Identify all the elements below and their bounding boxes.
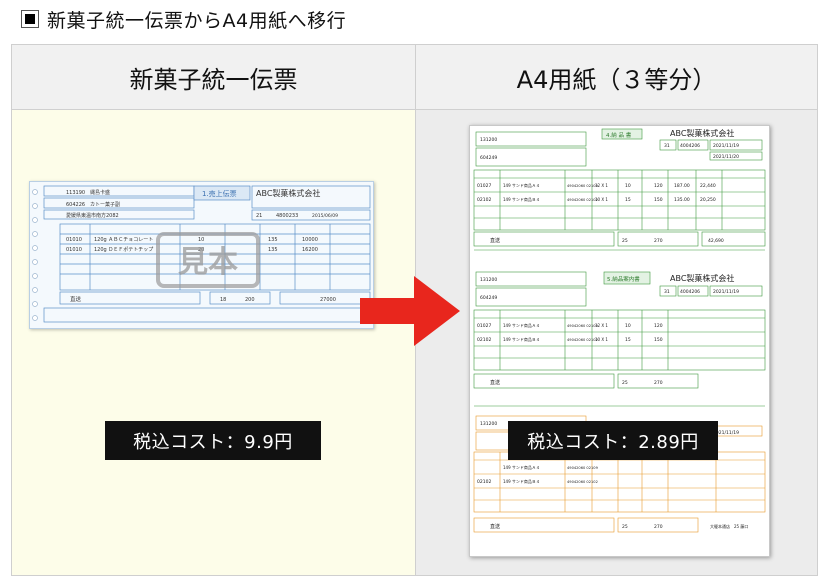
a4-s2-item-2-jan: 49042060 02102 (567, 338, 598, 342)
a4-section-2-code-1: 131200 (480, 277, 497, 283)
a4-section-1-title: 4.納 品 書 (606, 131, 632, 139)
a4-total-qty: 25 (622, 238, 628, 244)
a4-section-1-dept: 31 (664, 143, 670, 149)
left-panel (12, 110, 416, 575)
a4-item-1-jan: 49042060 02109 (567, 184, 599, 188)
a4-section-2-date: 2021/11/19 (713, 289, 739, 295)
a4-s2-item-1-amount: 120 (654, 323, 663, 329)
slip-number: 4800233 (276, 213, 298, 219)
slip-dept: 21 (256, 213, 262, 219)
a4-s2-item-2-qty: 15 (625, 337, 631, 343)
slip-address: 愛媛県東温市南方2082 (66, 212, 119, 219)
a4-s2-total-amount: 270 (654, 380, 663, 386)
slip-form-title: 1.売上伝票 (202, 189, 237, 198)
slip-code-2: 604226 (66, 202, 85, 208)
slip-item-2-code: 01010 (66, 247, 82, 253)
left-column-header: 新菓子統一伝票 (12, 45, 416, 110)
a4-s3-item-2-jan: 49042060 02102 (567, 480, 598, 484)
a4-item-2-pack: 10 X 1 (595, 197, 608, 202)
a4-section-2-company: ABC製菓株式会社 (670, 273, 734, 283)
a4-form-image: 4.納 品 書 ABC製菓株式会社 31 4004206 2021/11/19 … (469, 125, 770, 557)
a4-s2-item-2-code: 02102 (477, 337, 491, 343)
slip-item-1-code: 01010 (66, 237, 82, 243)
a4-item-2-total: 20,250 (700, 197, 716, 203)
a4-s3-total-qty: 25 (622, 524, 628, 530)
a4-s2-item-1-qty: 10 (625, 323, 631, 329)
a4-item-1-pack: 12 X 1 (595, 183, 608, 188)
a4-item-2-cost: 135.00 (674, 197, 690, 203)
sample-watermark: 見本 (178, 245, 238, 280)
a4-s2-item-2-amount: 150 (654, 337, 663, 343)
slip-total-amount: 27000 (320, 297, 336, 303)
a4-item-1-cost: 187.00 (674, 183, 690, 189)
slip-date-1: 2015/06/09 (312, 213, 338, 219)
slip-item-1-amount: 10000 (302, 237, 318, 243)
a4-section-1-code-1: 131200 (480, 137, 497, 143)
slip-total-cases: 200 (245, 297, 255, 303)
a4-s2-total-label: 直送 (490, 379, 500, 386)
a4-item-1-name: 149 サンド商品Ａ４ (503, 182, 540, 188)
confectionery-slip-image: 1.売上伝票 ABC製菓株式会社 113190 縄島卡盛 604226 カトー菓… (29, 181, 374, 329)
a4-s2-item-1-jan: 49042060 02109 (567, 324, 599, 328)
a4-s3-total-amount: 270 (654, 524, 663, 530)
a4-section-3-date: 2021/11/19 (713, 430, 739, 436)
a4-footer: 大駆本通店 25 藤口 (710, 523, 748, 529)
a4-section-1-date-2: 2021/11/20 (713, 154, 739, 160)
a4-item-2-name: 149 サンド商品Ｂ４ (503, 196, 540, 202)
slip-store: 縄島卡盛 (90, 189, 110, 196)
a4-item-1-qty: 10 (625, 183, 631, 189)
a4-s3-item-2-name: 149 サンド商品Ｂ４ (503, 478, 540, 484)
slip-item-1-name: 120g ＡＢＣチョコレート (94, 237, 153, 243)
a4-section-2-code-2: 604249 (480, 295, 497, 301)
page-title: 新菓子統一伝票からA4用紙へ移行 (47, 9, 347, 32)
a4-item-1-code: 01027 (477, 183, 491, 189)
a4-section-1-date-1: 2021/11/19 (713, 143, 739, 149)
a4-s2-item-1-name: 149 サンド商品Ａ４ (503, 322, 540, 328)
a4-section-2-title: 5.納品案内書 (607, 275, 640, 283)
a4-s2-item-1-pack: 12 X 1 (595, 323, 608, 328)
slip-total-qty: 18 (220, 297, 226, 303)
slip-item-2-amount: 16200 (302, 247, 318, 253)
slip-code-1: 113190 (66, 190, 85, 196)
a4-s2-item-1-code: 01027 (477, 323, 491, 329)
a4-section-1-slip-no: 4004206 (680, 143, 700, 149)
a4-section-3-code-1: 131200 (480, 421, 497, 427)
a4-item-2-qty: 15 (625, 197, 631, 203)
a4-s3-item-1-name: 149 サンド商品Ａ４ (503, 464, 540, 470)
slip-total-label: 直送 (70, 295, 82, 303)
a4-item-2-code: 02102 (477, 197, 491, 203)
a4-section-2-dept: 31 (664, 289, 670, 295)
square-bullet-icon (21, 10, 39, 28)
a4-total-amount: 270 (654, 238, 663, 244)
a4-s2-item-2-name: 149 サンド商品Ｂ４ (503, 336, 540, 342)
a4-item-2-jan: 49042060 02102 (567, 198, 598, 202)
a4-item-1-amount: 120 (654, 183, 663, 189)
a4-s2-total-qty: 25 (622, 380, 628, 386)
right-column-header: A4用紙（３等分） (416, 45, 817, 110)
a4-s3-item-2-code: 02102 (477, 479, 491, 485)
slip-item-1-cost: 135 (268, 237, 278, 243)
a4-section-2-slip-no: 4004206 (680, 289, 700, 295)
a4-s3-total-label: 直送 (490, 523, 500, 530)
slip-item-2-cost: 135 (268, 247, 278, 253)
a4-grand-total: 42,690 (708, 238, 724, 244)
slip-item-2-qty: 20 (198, 247, 204, 253)
a4-section-1-code-2: 604249 (480, 155, 497, 161)
slip-item-2-name: 120g ＤＥＦポテトチップ (94, 246, 153, 253)
a4-s2-item-2-pack: 10 X 1 (595, 337, 608, 342)
left-cost-label: 税込コスト：9.9円 (105, 421, 321, 460)
a4-item-2-amount: 150 (654, 197, 663, 203)
slip-item-1-qty: 10 (198, 237, 204, 243)
arrow-right-icon (360, 276, 460, 346)
page-heading: 新菓子統一伝票からA4用紙へ移行 (21, 8, 347, 32)
a4-section-1-company: ABC製菓株式会社 (670, 128, 734, 138)
a4-s3-item-1-jan: 49042060 02109 (567, 466, 599, 470)
right-cost-label: 税込コスト：2.89円 (508, 421, 718, 460)
a4-total-label: 直送 (490, 237, 500, 244)
slip-company: ABC製菓株式会社 (256, 188, 320, 198)
slip-store-2: カトー菓子副 (90, 201, 120, 208)
a4-item-1-total: 22,440 (700, 183, 716, 189)
